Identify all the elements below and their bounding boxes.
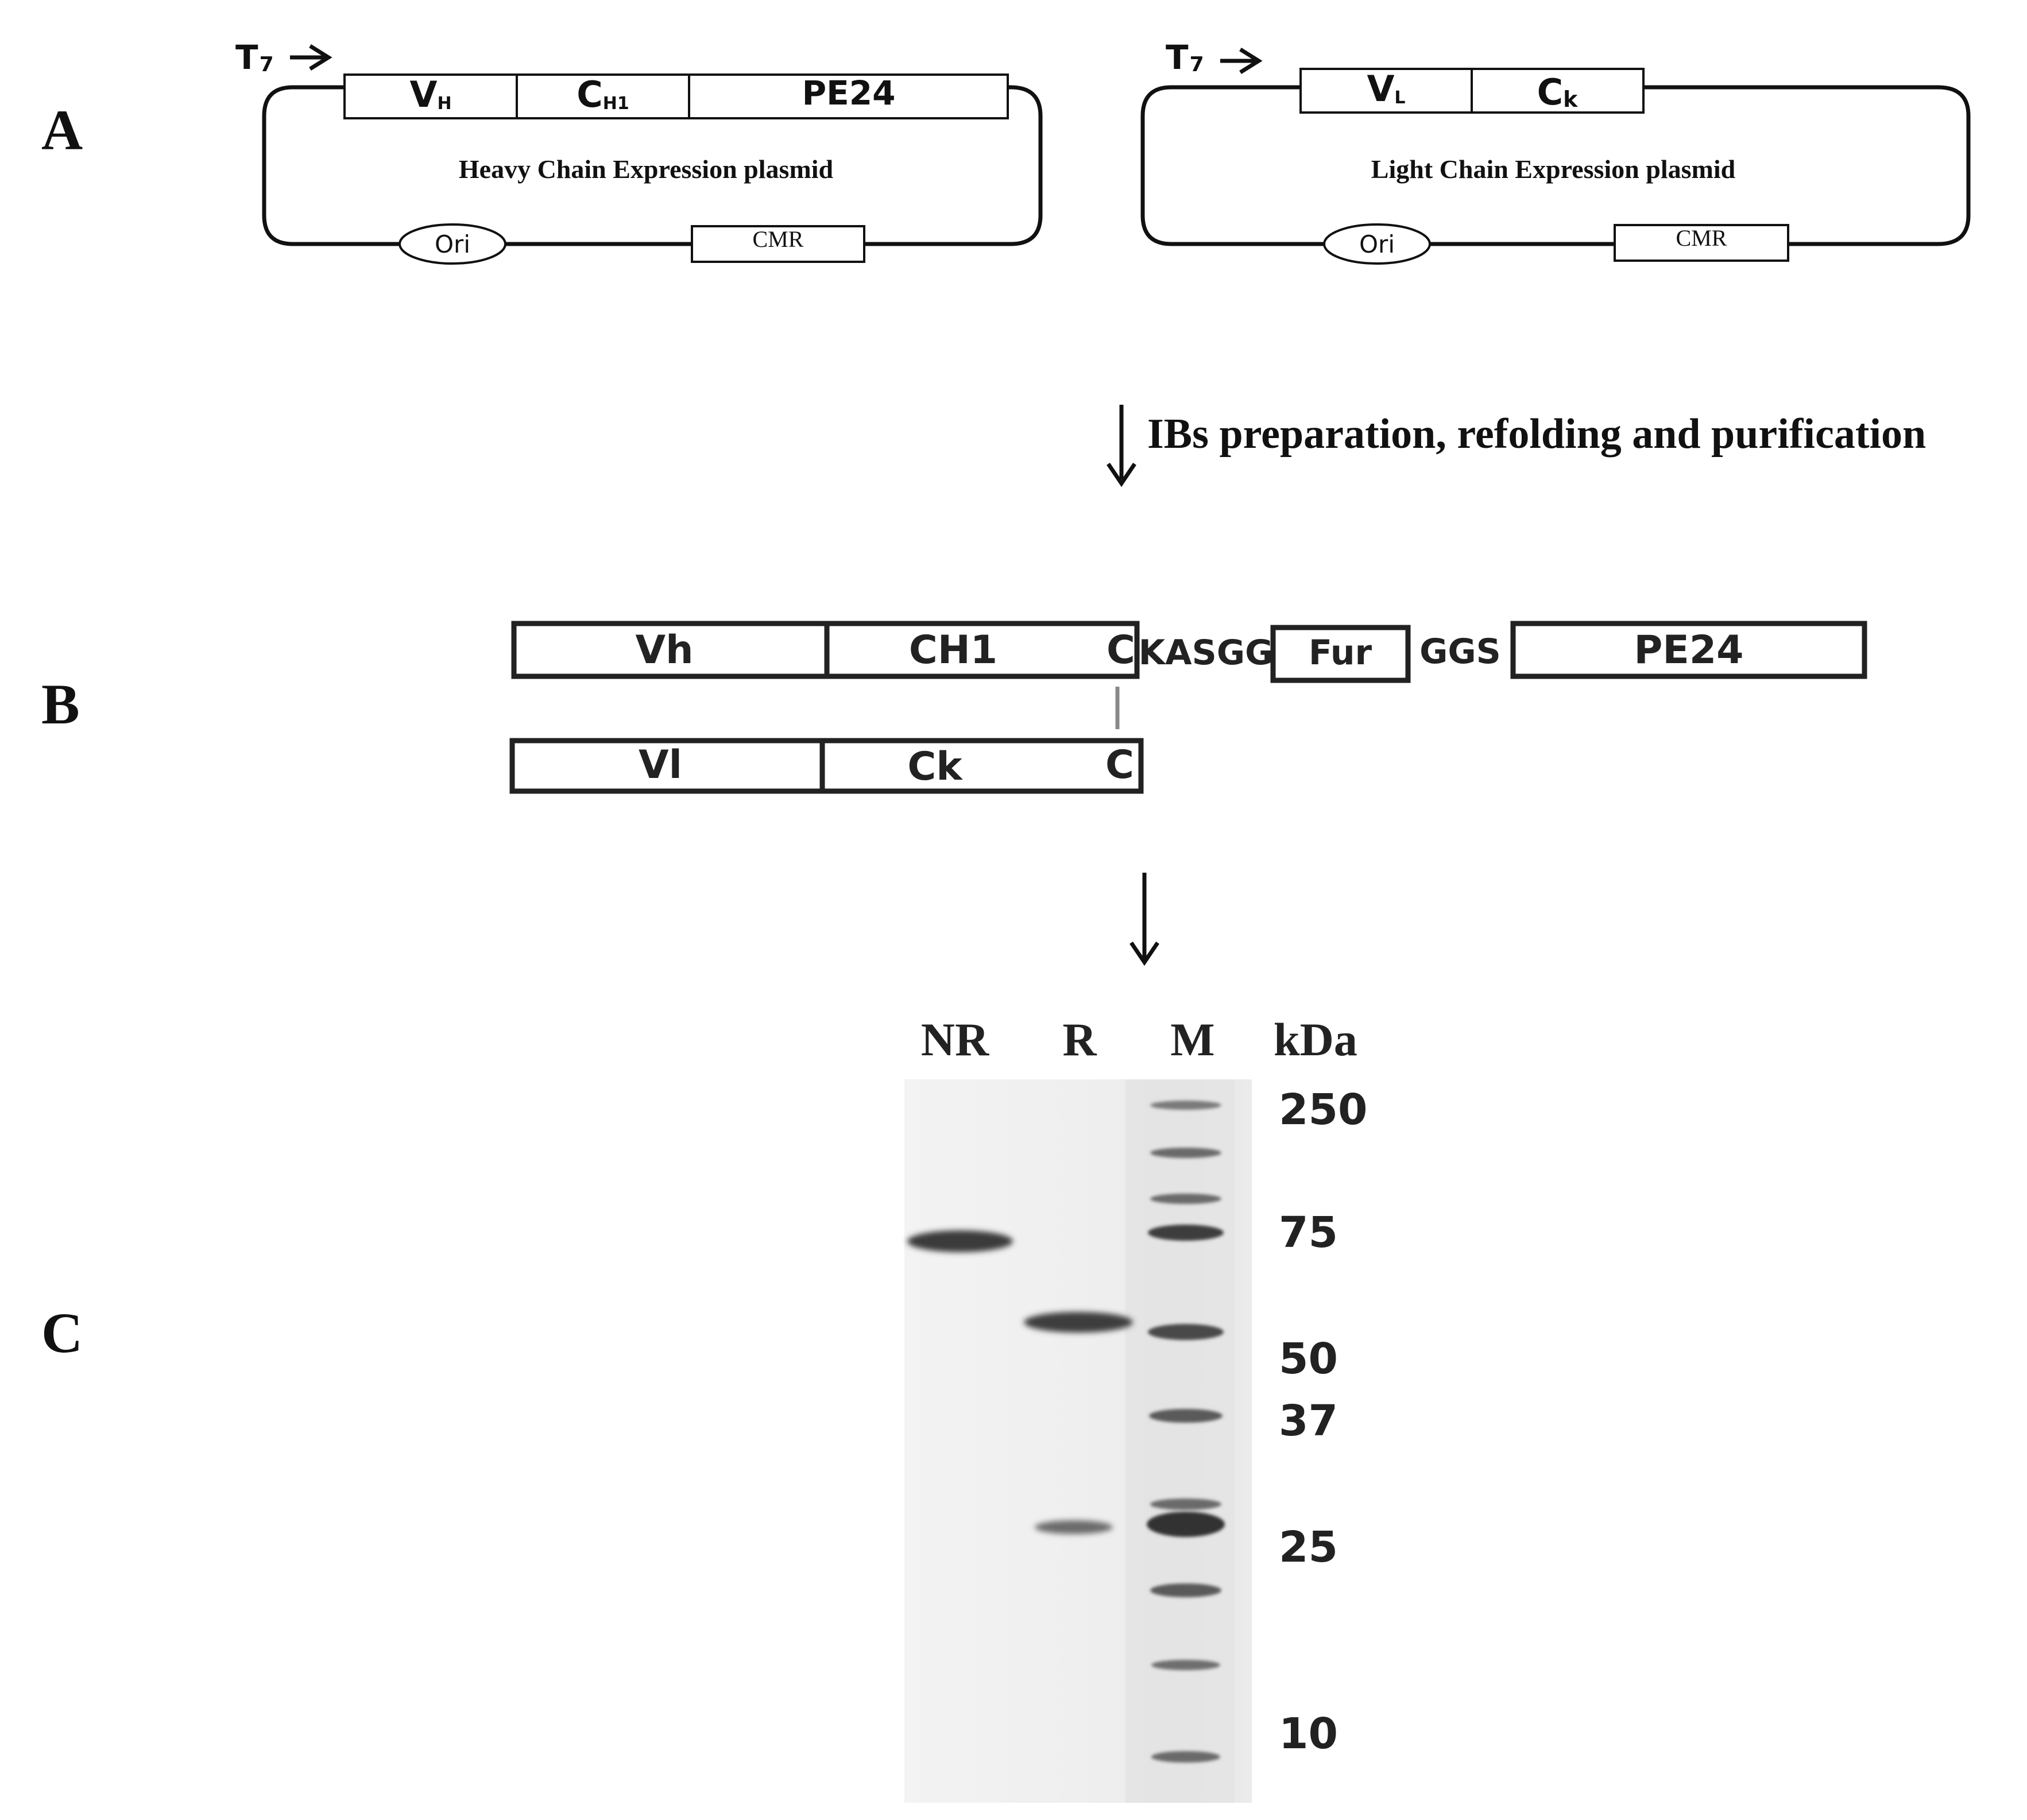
panel-label-c: C xyxy=(41,1301,83,1365)
sds-page-gel: NR R M kDa 250 75 50 37 25 10 xyxy=(904,1013,1367,1803)
construct-ck-label: Ck xyxy=(907,744,963,789)
heavy-ori-label: Ori xyxy=(435,230,470,258)
mw-label-25: 25 xyxy=(1279,1523,1338,1572)
construct-linker-ggs: GGS xyxy=(1419,632,1501,672)
light-plasmid-name: Light Chain Expression plasmid xyxy=(1371,154,1736,184)
ladder-band-100 xyxy=(1150,1194,1221,1204)
construct-ck-box xyxy=(819,738,1144,794)
gel-lane-label-r: R xyxy=(1062,1013,1097,1066)
construct-vh-label: Vh xyxy=(635,628,693,673)
gel-lane-label-m: M xyxy=(1170,1013,1214,1066)
light-ck-box xyxy=(1471,68,1645,114)
panel-label-b: B xyxy=(41,672,80,736)
heavy-t7-label: T7 xyxy=(235,38,274,77)
construct-ch1-label: CH1 xyxy=(909,628,997,673)
nr-band-fab-pe24 xyxy=(907,1230,1013,1252)
construct-vh-box xyxy=(511,621,830,679)
heavy-plasmid-backbone xyxy=(262,85,1043,246)
light-vl-box xyxy=(1299,68,1473,114)
mw-label-250: 250 xyxy=(1279,1085,1367,1134)
process-arrow-1 xyxy=(1107,405,1136,487)
ladder-band-25 xyxy=(1147,1512,1225,1537)
ladder-band-150 xyxy=(1150,1148,1221,1158)
light-ori-ellipse xyxy=(1323,223,1431,265)
heavy-t7-arrow xyxy=(290,44,332,71)
mw-label-10: 10 xyxy=(1279,1709,1338,1759)
process-step-label: IBs preparation, refolding and purificat… xyxy=(1147,411,1926,458)
process-arrow-2 xyxy=(1129,873,1159,966)
heavy-pe24-box xyxy=(688,73,1009,119)
gel-marker-lane-shade xyxy=(1125,1079,1235,1803)
construct-ch1-box xyxy=(824,621,1140,679)
heavy-ch1-label: CH1 xyxy=(577,73,629,115)
construct-pe24-box xyxy=(1510,621,1867,679)
mw-label-37: 37 xyxy=(1279,1396,1338,1446)
heavy-vh-label: VH xyxy=(409,73,451,115)
ladder-band-25-upper xyxy=(1150,1498,1221,1510)
construct-heavy-cys-label: C xyxy=(1107,628,1135,673)
light-ori-label: Ori xyxy=(1359,230,1395,258)
gel-unit-label: kDa xyxy=(1274,1013,1357,1066)
gel-lane-label-nr: NR xyxy=(921,1013,989,1066)
ladder-band-15 xyxy=(1151,1660,1220,1670)
light-plasmid-backbone xyxy=(1140,85,1971,246)
panel-label-a: A xyxy=(41,98,83,162)
construct-furin-label: Fur xyxy=(1309,633,1372,673)
ladder-band-20 xyxy=(1150,1583,1221,1597)
heavy-cmr-box xyxy=(691,225,865,263)
construct-pe24-label: PE24 xyxy=(1634,628,1744,673)
light-t7-label: T7 xyxy=(1166,38,1204,77)
light-t7-arrow xyxy=(1220,48,1263,74)
r-band-light-chain xyxy=(1035,1520,1113,1534)
mw-label-50: 50 xyxy=(1279,1334,1338,1384)
construct-furin-box xyxy=(1270,625,1411,683)
light-ck-label: Ck xyxy=(1537,71,1579,113)
heavy-cmr-label: CMR xyxy=(753,226,804,252)
heavy-plasmid-name: Heavy Chain Expression plasmid xyxy=(459,154,834,184)
construct-light-cys-label: C xyxy=(1105,742,1134,788)
construct-vl-label: Vl xyxy=(639,742,682,788)
ladder-band-50 xyxy=(1148,1324,1224,1340)
ladder-band-250 xyxy=(1150,1101,1221,1110)
ladder-band-10 xyxy=(1151,1751,1220,1763)
r-band-heavy-chain xyxy=(1024,1312,1133,1333)
construct-linker-kasgg: KASGG xyxy=(1139,633,1274,673)
construct-vl-box xyxy=(509,738,825,794)
heavy-chain-plasmid: T7 VH CH1 PE24 Heavy Chain Expression pl… xyxy=(235,38,1043,265)
heavy-pe24-label: PE24 xyxy=(802,73,896,113)
light-vl-label: VL xyxy=(1367,68,1405,110)
light-cmr-box xyxy=(1614,224,1789,262)
heavy-ori-ellipse xyxy=(399,223,506,265)
fab-pe24-construct: Vh CH1 C KASGG Fur GGS PE24 Vl Ck C xyxy=(509,621,1867,794)
ladder-band-75 xyxy=(1148,1225,1224,1241)
light-cmr-label: CMR xyxy=(1676,225,1727,251)
mw-label-75: 75 xyxy=(1279,1208,1338,1257)
light-chain-plasmid: T7 VL Ck Light Chain Expression plasmid … xyxy=(1140,38,1971,265)
ladder-band-37 xyxy=(1149,1409,1223,1423)
